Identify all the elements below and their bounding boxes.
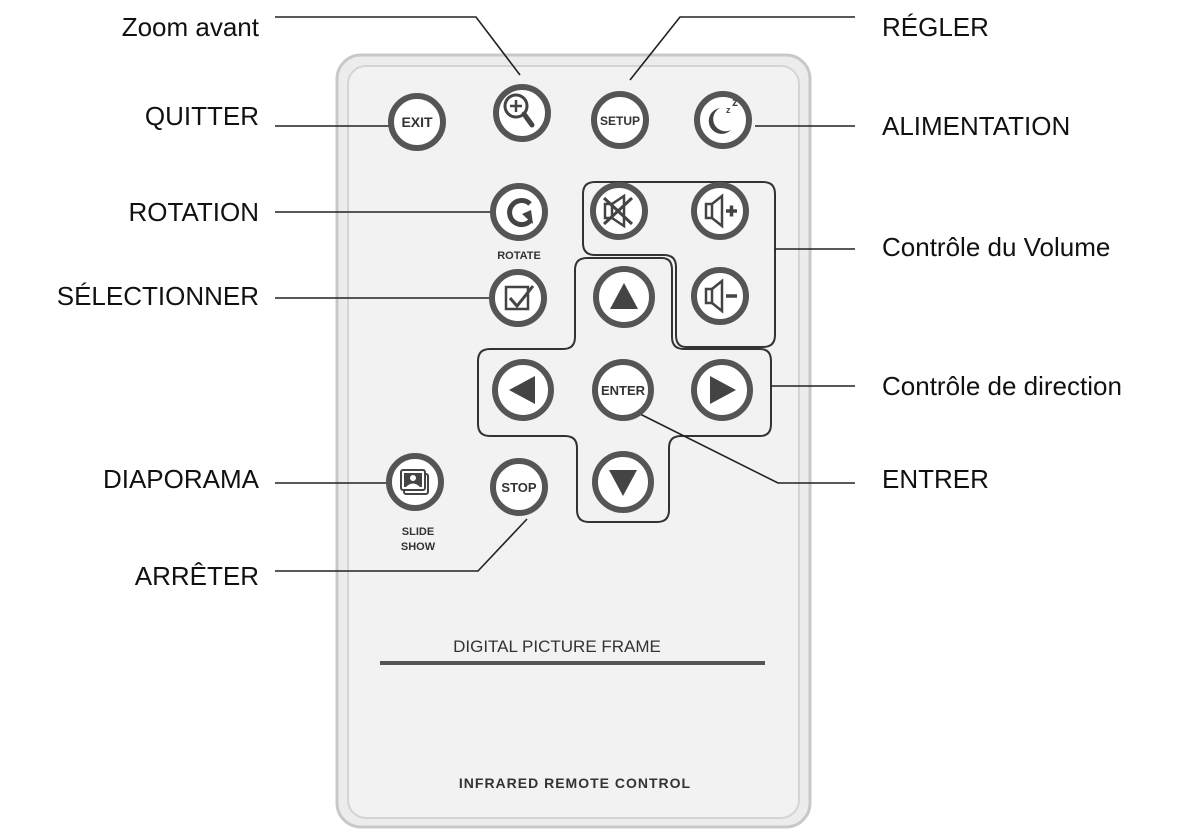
callout-enter: ENTRER [882, 464, 989, 494]
brand-divider [380, 661, 765, 665]
stop-button[interactable]: STOP [490, 458, 548, 516]
callout-slideshow: DIAPORAMA [102, 464, 259, 494]
svg-text:z: z [726, 105, 731, 115]
callout-zoom: Zoom avant [121, 12, 259, 42]
arrow-up-icon [610, 283, 638, 309]
footer-text: INFRARED REMOTE CONTROL [459, 775, 691, 791]
up-button[interactable] [593, 266, 655, 328]
callout-rotate: ROTATION [128, 197, 259, 227]
volume-group-outline [582, 181, 776, 348]
callout-direction: Contrôle de direction [882, 371, 1122, 401]
brand-text: DIGITAL PICTURE FRAME [453, 637, 661, 656]
callout-exit: QUITTER [144, 101, 259, 131]
leader-lines [275, 16, 855, 572]
setup-button-label: SETUP [600, 114, 640, 128]
setup-button[interactable]: SETUP [591, 91, 649, 149]
arrow-down-icon [609, 470, 637, 496]
arrow-right-icon [710, 376, 736, 404]
zoom-button[interactable] [493, 84, 551, 142]
enter-button[interactable]: ENTER [592, 359, 654, 421]
leader-stop [275, 518, 528, 572]
volume-down-button[interactable] [691, 267, 749, 325]
callout-setup: RÉGLER [882, 12, 989, 42]
power-button[interactable]: z z [694, 91, 752, 149]
volume-up-icon [704, 193, 737, 229]
direction-group-outline [477, 257, 772, 523]
slideshow-button[interactable] [386, 453, 444, 511]
stop-button-label: STOP [501, 480, 536, 495]
callout-select: SÉLECTIONNER [56, 281, 259, 311]
slideshow-caption-line1: SLIDE [402, 526, 434, 538]
exit-button-label: EXIT [401, 114, 433, 130]
slideshow-caption-line2: SHOW [401, 541, 436, 553]
sleep-power-icon: z z [708, 95, 738, 134]
select-button[interactable] [489, 269, 547, 327]
leader-zoom [275, 16, 521, 76]
rotate-button[interactable] [490, 183, 548, 241]
arrow-left-icon [509, 376, 535, 404]
remote-body-inner [347, 65, 800, 819]
rotate-icon [507, 198, 533, 228]
callout-volume: Contrôle du Volume [882, 232, 1111, 262]
left-button[interactable] [492, 359, 554, 421]
exit-button[interactable]: EXIT [388, 93, 446, 151]
select-checkbox-icon [504, 285, 535, 311]
leader-enter [639, 413, 855, 484]
down-button[interactable] [592, 451, 654, 513]
volume-up-button[interactable] [691, 182, 749, 240]
callout-power: ALIMENTATION [882, 111, 1071, 141]
callout-stop: ARRÊTER [134, 561, 259, 591]
leader-setup [629, 16, 855, 81]
svg-text:z: z [732, 95, 738, 109]
rotate-caption: ROTATE [497, 250, 541, 262]
mute-button[interactable] [590, 182, 648, 240]
enter-button-label: ENTER [601, 383, 646, 398]
mute-icon [602, 193, 634, 229]
right-button[interactable] [691, 359, 753, 421]
zoom-in-icon [503, 93, 535, 128]
slideshow-icon [400, 469, 429, 495]
volume-down-icon [704, 278, 737, 314]
